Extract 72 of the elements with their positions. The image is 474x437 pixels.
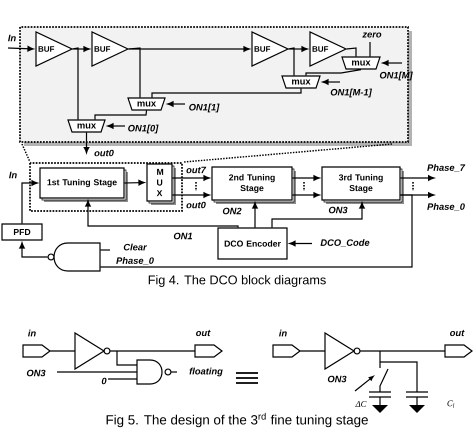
- tuning-stage-box: 3rd Tuning Stage: [321, 166, 404, 204]
- connector: [100, 194, 413, 268]
- signal-label: Phase_0: [116, 257, 154, 265]
- connector: [72, 47, 79, 120]
- arrow: [292, 192, 320, 198]
- signal-label: ON2: [222, 208, 242, 214]
- signal-label: out: [450, 330, 465, 336]
- signal-label: in: [28, 330, 36, 336]
- connector: [100, 249, 110, 251]
- component-label: C$_{l}$: [447, 400, 454, 408]
- signal-label: In: [9, 172, 17, 178]
- arrow: [85, 200, 239, 228]
- connector: [369, 42, 371, 56]
- arrow: [84, 132, 90, 154]
- mux-trapezoid: mux: [281, 75, 321, 89]
- dotted-frame: [29, 162, 183, 212]
- signal-label: ON1: [174, 232, 192, 240]
- signal-label: ON1[1]: [189, 104, 220, 112]
- arrow: [107, 123, 125, 129]
- connector: [94, 110, 148, 120]
- arrow: [172, 192, 210, 198]
- connector: [151, 88, 302, 98]
- arrow: [167, 101, 185, 107]
- arrow: [72, 46, 90, 52]
- caption: Fig 4. The DCO block diagrams: [148, 275, 326, 287]
- arrow: [292, 175, 320, 181]
- signal-label: ON1[M-1]: [330, 88, 372, 98]
- arrow: [21, 180, 38, 224]
- signal-label: out7: [186, 166, 206, 174]
- signal-label: ON1[0]: [128, 124, 159, 134]
- connector: [305, 69, 362, 76]
- signal-label: zero: [362, 32, 382, 38]
- arrow: [382, 60, 402, 66]
- mux-trapezoid: mux: [341, 56, 381, 70]
- connector: [346, 47, 357, 56]
- arrow: [322, 79, 340, 85]
- signal-label: Clear: [124, 244, 148, 250]
- block-box: PFD: [1, 223, 43, 241]
- signal-label: Phase_0: [427, 203, 465, 211]
- signal-label: ON3: [328, 206, 348, 214]
- connector: [128, 47, 141, 98]
- connector: [288, 47, 295, 76]
- arrow: [124, 180, 145, 186]
- signal-label: ON1[M]: [380, 72, 413, 80]
- signal-label: out0: [186, 202, 206, 208]
- arrow: [19, 242, 48, 258]
- signal-label: floating: [190, 368, 223, 376]
- signal-label: ON3: [26, 370, 46, 376]
- signal-label: Phase_7: [427, 164, 466, 172]
- nand-gate: [47, 242, 101, 272]
- arrow: [252, 202, 258, 228]
- signal-label: ON3: [328, 376, 346, 382]
- signal-label: out0: [94, 150, 114, 156]
- signal-label: in: [279, 330, 287, 336]
- tuning-stage-box: 2nd Tuning Stage: [211, 166, 296, 204]
- signal-label: out: [196, 330, 211, 336]
- mux-box: M U X: [146, 163, 176, 205]
- tuning-stage-box: 1st Tuning Stage: [39, 167, 128, 202]
- mux-trapezoid: mux: [127, 97, 166, 111]
- arrow: [8, 46, 34, 52]
- signal-label: 0: [102, 378, 106, 384]
- signal-label: In: [8, 34, 16, 42]
- caption: Fig 5. The design of the 3$^{rd}$ fine tuning stage: [106, 412, 368, 428]
- arrow: [172, 175, 210, 181]
- arrow: [288, 46, 308, 52]
- block-box: DCO Encoder: [217, 227, 288, 260]
- component-label: ΔC: [355, 401, 367, 407]
- signal-label: DCO_Code: [320, 239, 370, 247]
- arrow: [400, 175, 434, 181]
- arrow: [271, 202, 365, 228]
- arrow: [289, 240, 312, 246]
- mux-trapezoid: mux: [67, 119, 106, 133]
